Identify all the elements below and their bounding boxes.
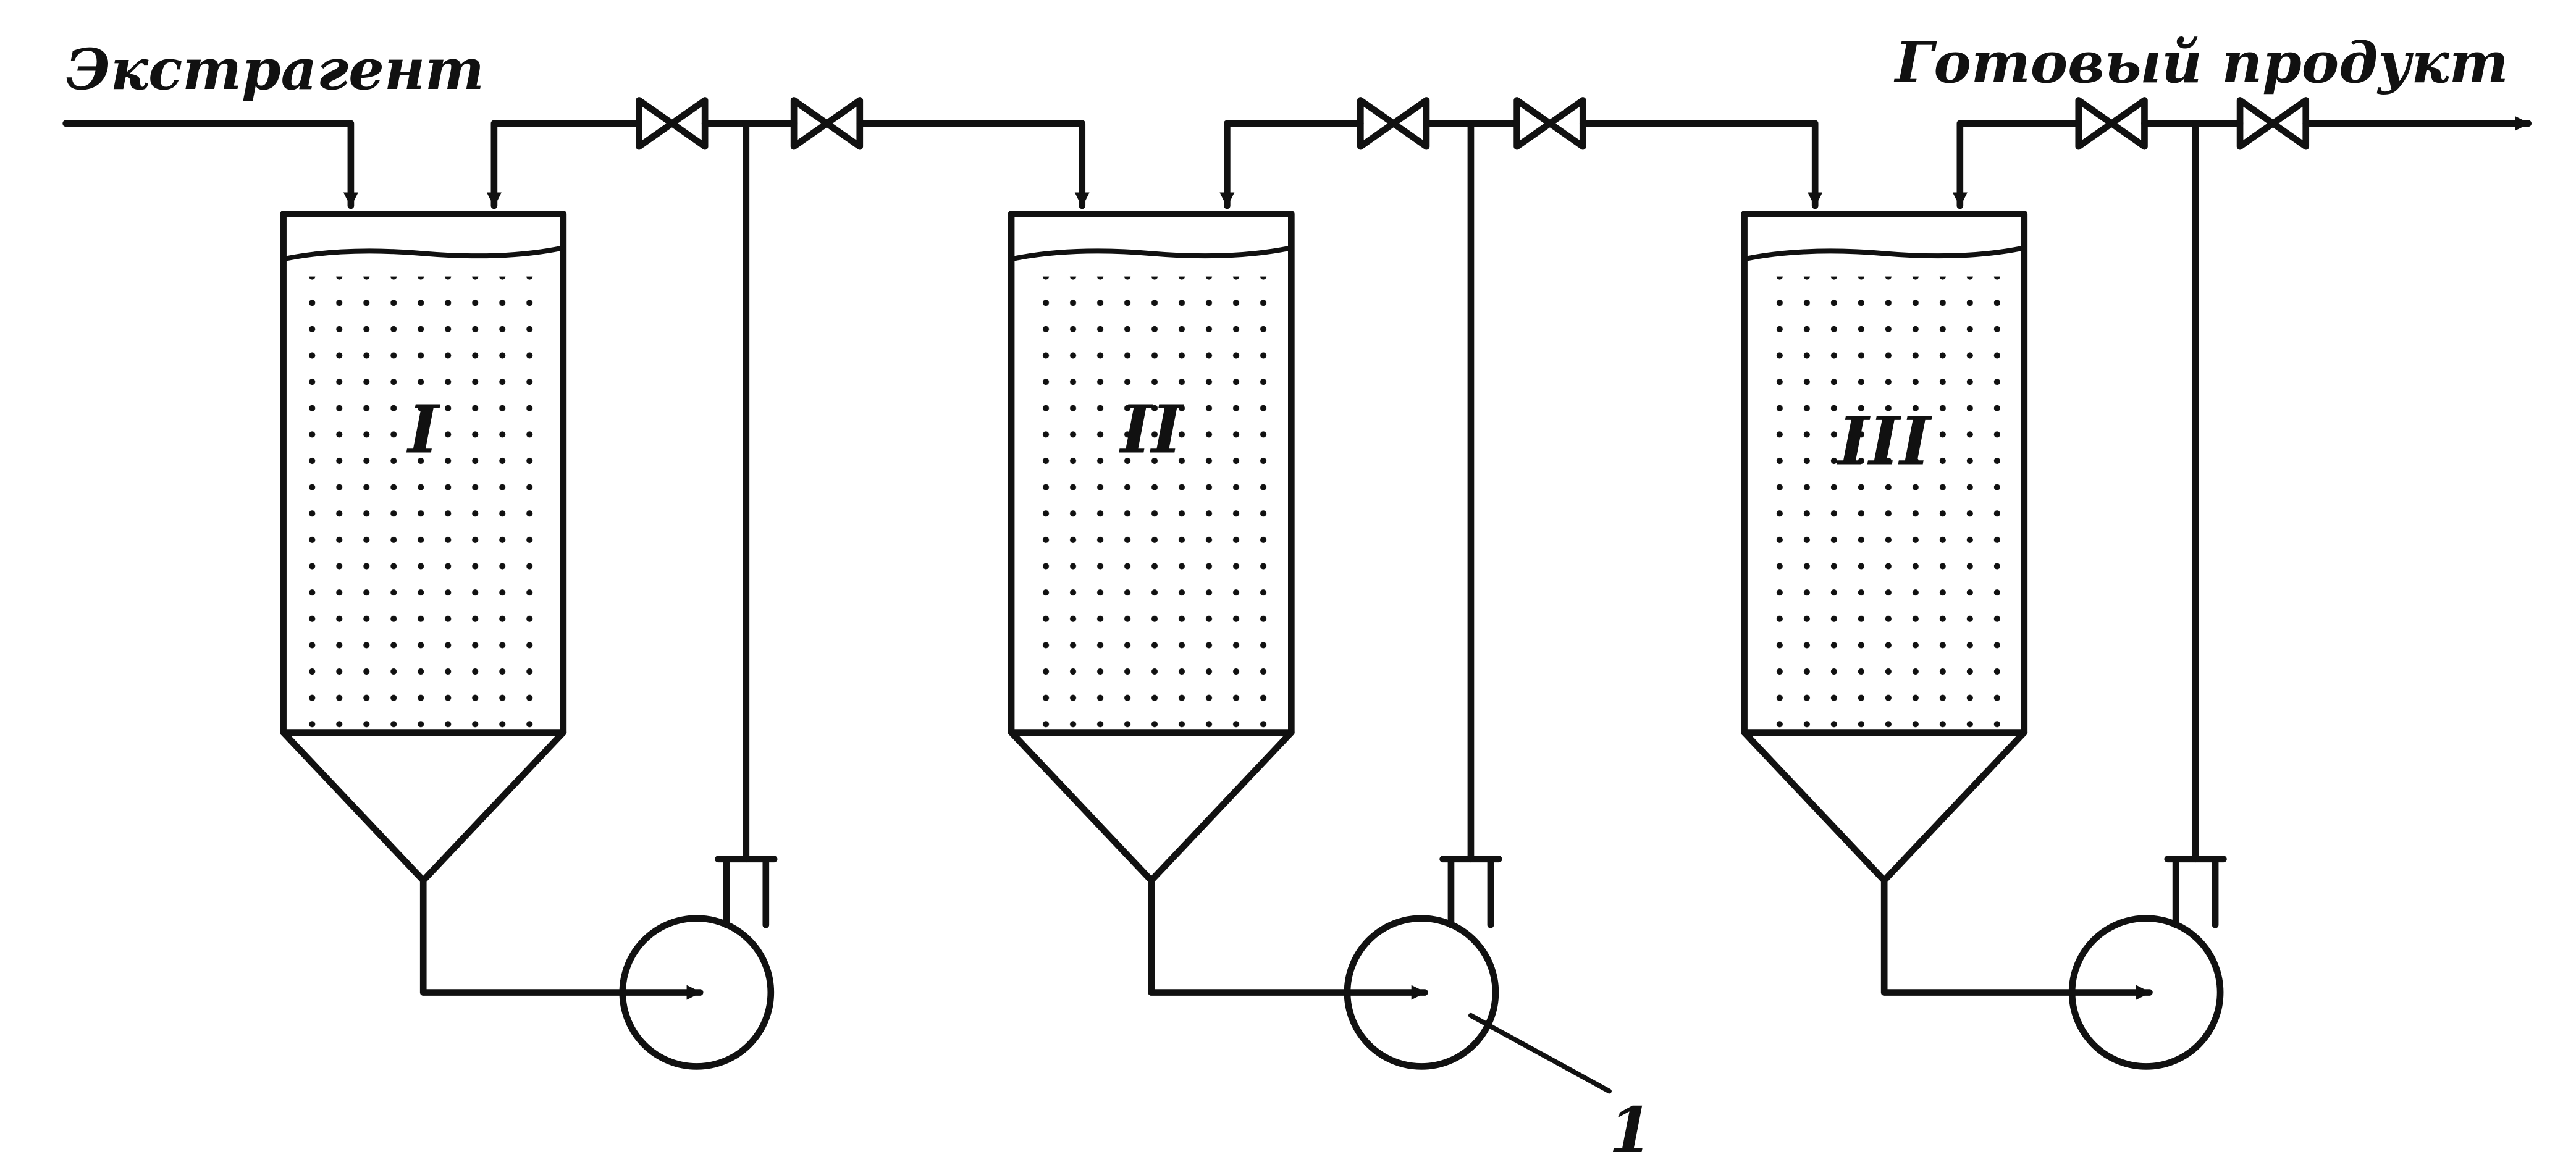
valve-1a <box>636 97 709 150</box>
tank-2-cone <box>1008 729 1295 884</box>
tank-3 <box>1741 211 2028 884</box>
pump-3 <box>2068 856 2227 1070</box>
recycle-line-1 <box>486 120 642 209</box>
tank-2-packing <box>1024 276 1279 728</box>
valve-2a <box>1357 97 1430 150</box>
valve-2b <box>1513 97 1586 150</box>
tank-1 <box>280 211 567 884</box>
valve-3a <box>2075 97 2148 150</box>
tank-2-body <box>1008 211 1295 736</box>
tank-2 <box>1008 211 1295 884</box>
transfer-line-1-2 <box>856 120 1090 209</box>
extractant-label: Экстрагент <box>66 37 484 103</box>
drain-line-1 <box>419 877 704 1000</box>
reference-leader-line <box>1468 1012 1612 1094</box>
product-label: Готовый продукт <box>1893 30 2509 96</box>
tank-3-body <box>1741 211 2028 736</box>
reference-number-label: 1 <box>1609 1093 1652 1157</box>
valve-3b <box>2236 97 2310 150</box>
transfer-line-2-3 <box>1579 120 1823 209</box>
tank-3-packing <box>1757 276 2011 728</box>
drain-line-3 <box>1880 877 2153 1000</box>
tank-1-packing <box>296 276 550 728</box>
pump-2-discharge-nozzle <box>1439 856 1502 928</box>
recycle-line-2 <box>1219 120 1364 209</box>
tank-1-body <box>280 211 567 736</box>
tank-3-label: III <box>1836 403 1932 480</box>
pump-1 <box>619 856 778 1070</box>
tank-1-liquid-level <box>284 246 563 261</box>
pump-2 <box>1344 856 1502 1070</box>
pump-3-discharge-nozzle <box>2164 856 2227 928</box>
tank-2-liquid-level <box>1012 246 1290 261</box>
tank-3-cone <box>1741 729 2028 884</box>
tank-1-cone <box>280 729 567 884</box>
drain-line-2 <box>1148 877 1428 1000</box>
valve-1b <box>790 97 864 150</box>
tank-3-liquid-level <box>1745 246 2024 261</box>
tank-2-label: II <box>1119 392 1184 469</box>
tank-1-label: I <box>406 392 440 469</box>
extractant-inlet-line <box>62 120 358 209</box>
pump-1-discharge-nozzle <box>715 856 778 928</box>
recycle-line-3 <box>1952 120 2082 209</box>
